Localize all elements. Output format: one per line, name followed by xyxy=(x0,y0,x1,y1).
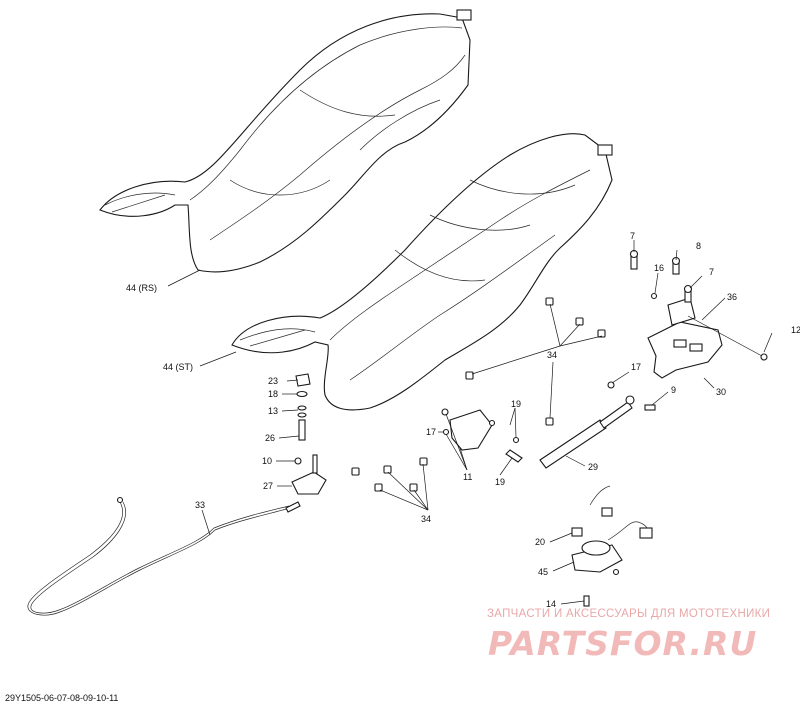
seat-rs xyxy=(99,9,472,273)
callout-19-lower: 19 xyxy=(495,477,505,487)
callout-17-right: 17 xyxy=(631,362,641,372)
callout-8: 8 xyxy=(696,241,701,251)
seat-lock xyxy=(571,485,653,607)
callout-45: 45 xyxy=(538,567,548,577)
watermark-tagline: ЗАПЧАСТИ И АКСЕССУАРЫ ДЛЯ МОТОТЕХНИКИ xyxy=(487,608,771,620)
callout-36: 36 xyxy=(727,292,737,302)
gas-strut xyxy=(539,381,656,469)
callout-26: 26 xyxy=(265,433,275,443)
callout-12: 12 xyxy=(791,325,800,335)
drawing-code: 29Y1505-06-07-08-09-10-11 xyxy=(5,693,119,703)
callout-27: 27 xyxy=(263,481,273,491)
callout-11: 11 xyxy=(463,472,472,482)
callout-30: 30 xyxy=(716,387,726,397)
callout-33: 33 xyxy=(195,500,205,510)
callout-7-lower: 7 xyxy=(709,267,714,277)
callout-labels: 44 (RS) 44 (ST) 7 8 16 7 36 12 30 34 17 … xyxy=(126,231,800,609)
callout-18: 18 xyxy=(268,389,278,399)
callout-23: 23 xyxy=(268,376,278,386)
callout-9: 9 xyxy=(671,385,676,395)
callout-13: 13 xyxy=(268,406,278,416)
release-cable xyxy=(27,496,301,616)
callout-20: 20 xyxy=(535,537,545,547)
callout-44rs: 44 (RS) xyxy=(126,283,157,293)
bracket-assembly xyxy=(629,249,768,379)
callout-10: 10 xyxy=(262,456,272,466)
watermark-logo: PARTSFOR.RU xyxy=(488,624,758,663)
leader-lines xyxy=(167,240,773,605)
seat-st xyxy=(231,133,613,411)
callout-14: 14 xyxy=(546,599,556,609)
callout-29: 29 xyxy=(588,462,598,472)
grommets-upper xyxy=(465,297,606,426)
grommets-lower xyxy=(351,457,428,492)
callout-16: 16 xyxy=(654,263,664,273)
callout-19-upper: 19 xyxy=(511,399,521,409)
callout-34-lower: 34 xyxy=(421,514,431,524)
callout-44st: 44 (ST) xyxy=(163,362,193,372)
callout-34-upper: 34 xyxy=(547,350,557,360)
callout-7-upper: 7 xyxy=(630,231,635,241)
latch-stack xyxy=(291,373,327,495)
callout-17-left: 17 xyxy=(426,427,436,437)
latch-plate xyxy=(441,408,523,463)
